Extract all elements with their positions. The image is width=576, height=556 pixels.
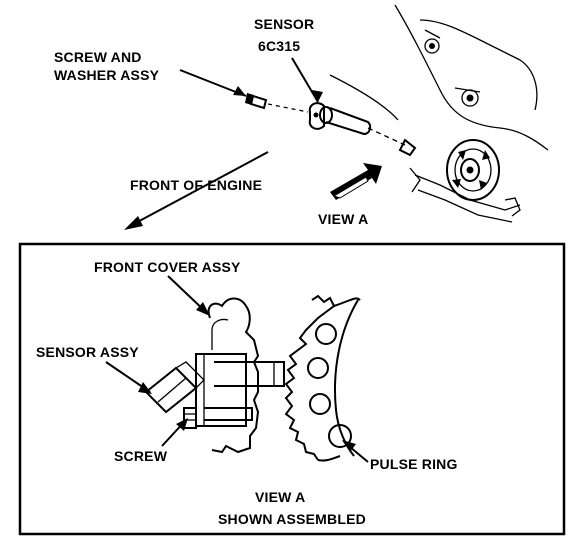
- screw-washer-label-line1: SCREW AND: [54, 49, 142, 65]
- view-arrow-icon: [330, 163, 382, 200]
- view-a-caption: VIEW A: [255, 489, 305, 505]
- engine-outline-illustration: [329, 4, 549, 223]
- screw-label: SCREW: [114, 448, 168, 464]
- sensor-part-label: 6C315: [258, 38, 300, 54]
- pulley-icon: [446, 139, 500, 201]
- sensor-assy-label: SENSOR ASSY: [36, 344, 139, 360]
- sensor-label: SENSOR: [254, 16, 314, 32]
- bolt-icon: [461, 89, 479, 107]
- front-of-engine-label: FRONT OF ENGINE: [130, 177, 262, 193]
- screw-washer-icon: [245, 93, 309, 113]
- view-a-label: VIEW A: [318, 211, 368, 227]
- front-cover-icon: [207, 297, 260, 454]
- pulse-ring-label: PULSE RING: [370, 456, 458, 472]
- shown-assembled-caption: SHOWN ASSEMBLED: [218, 511, 366, 527]
- pulse-ring-icon: [284, 294, 361, 462]
- bolt-icon: [424, 38, 440, 54]
- sensor-6c315-icon: [308, 102, 417, 157]
- front-cover-label: FRONT COVER ASSY: [94, 259, 241, 275]
- screw-washer-label-line2: WASHER ASSY: [54, 67, 160, 83]
- sensor-assy-icon: [144, 353, 285, 427]
- view-a-panel: [18, 242, 566, 536]
